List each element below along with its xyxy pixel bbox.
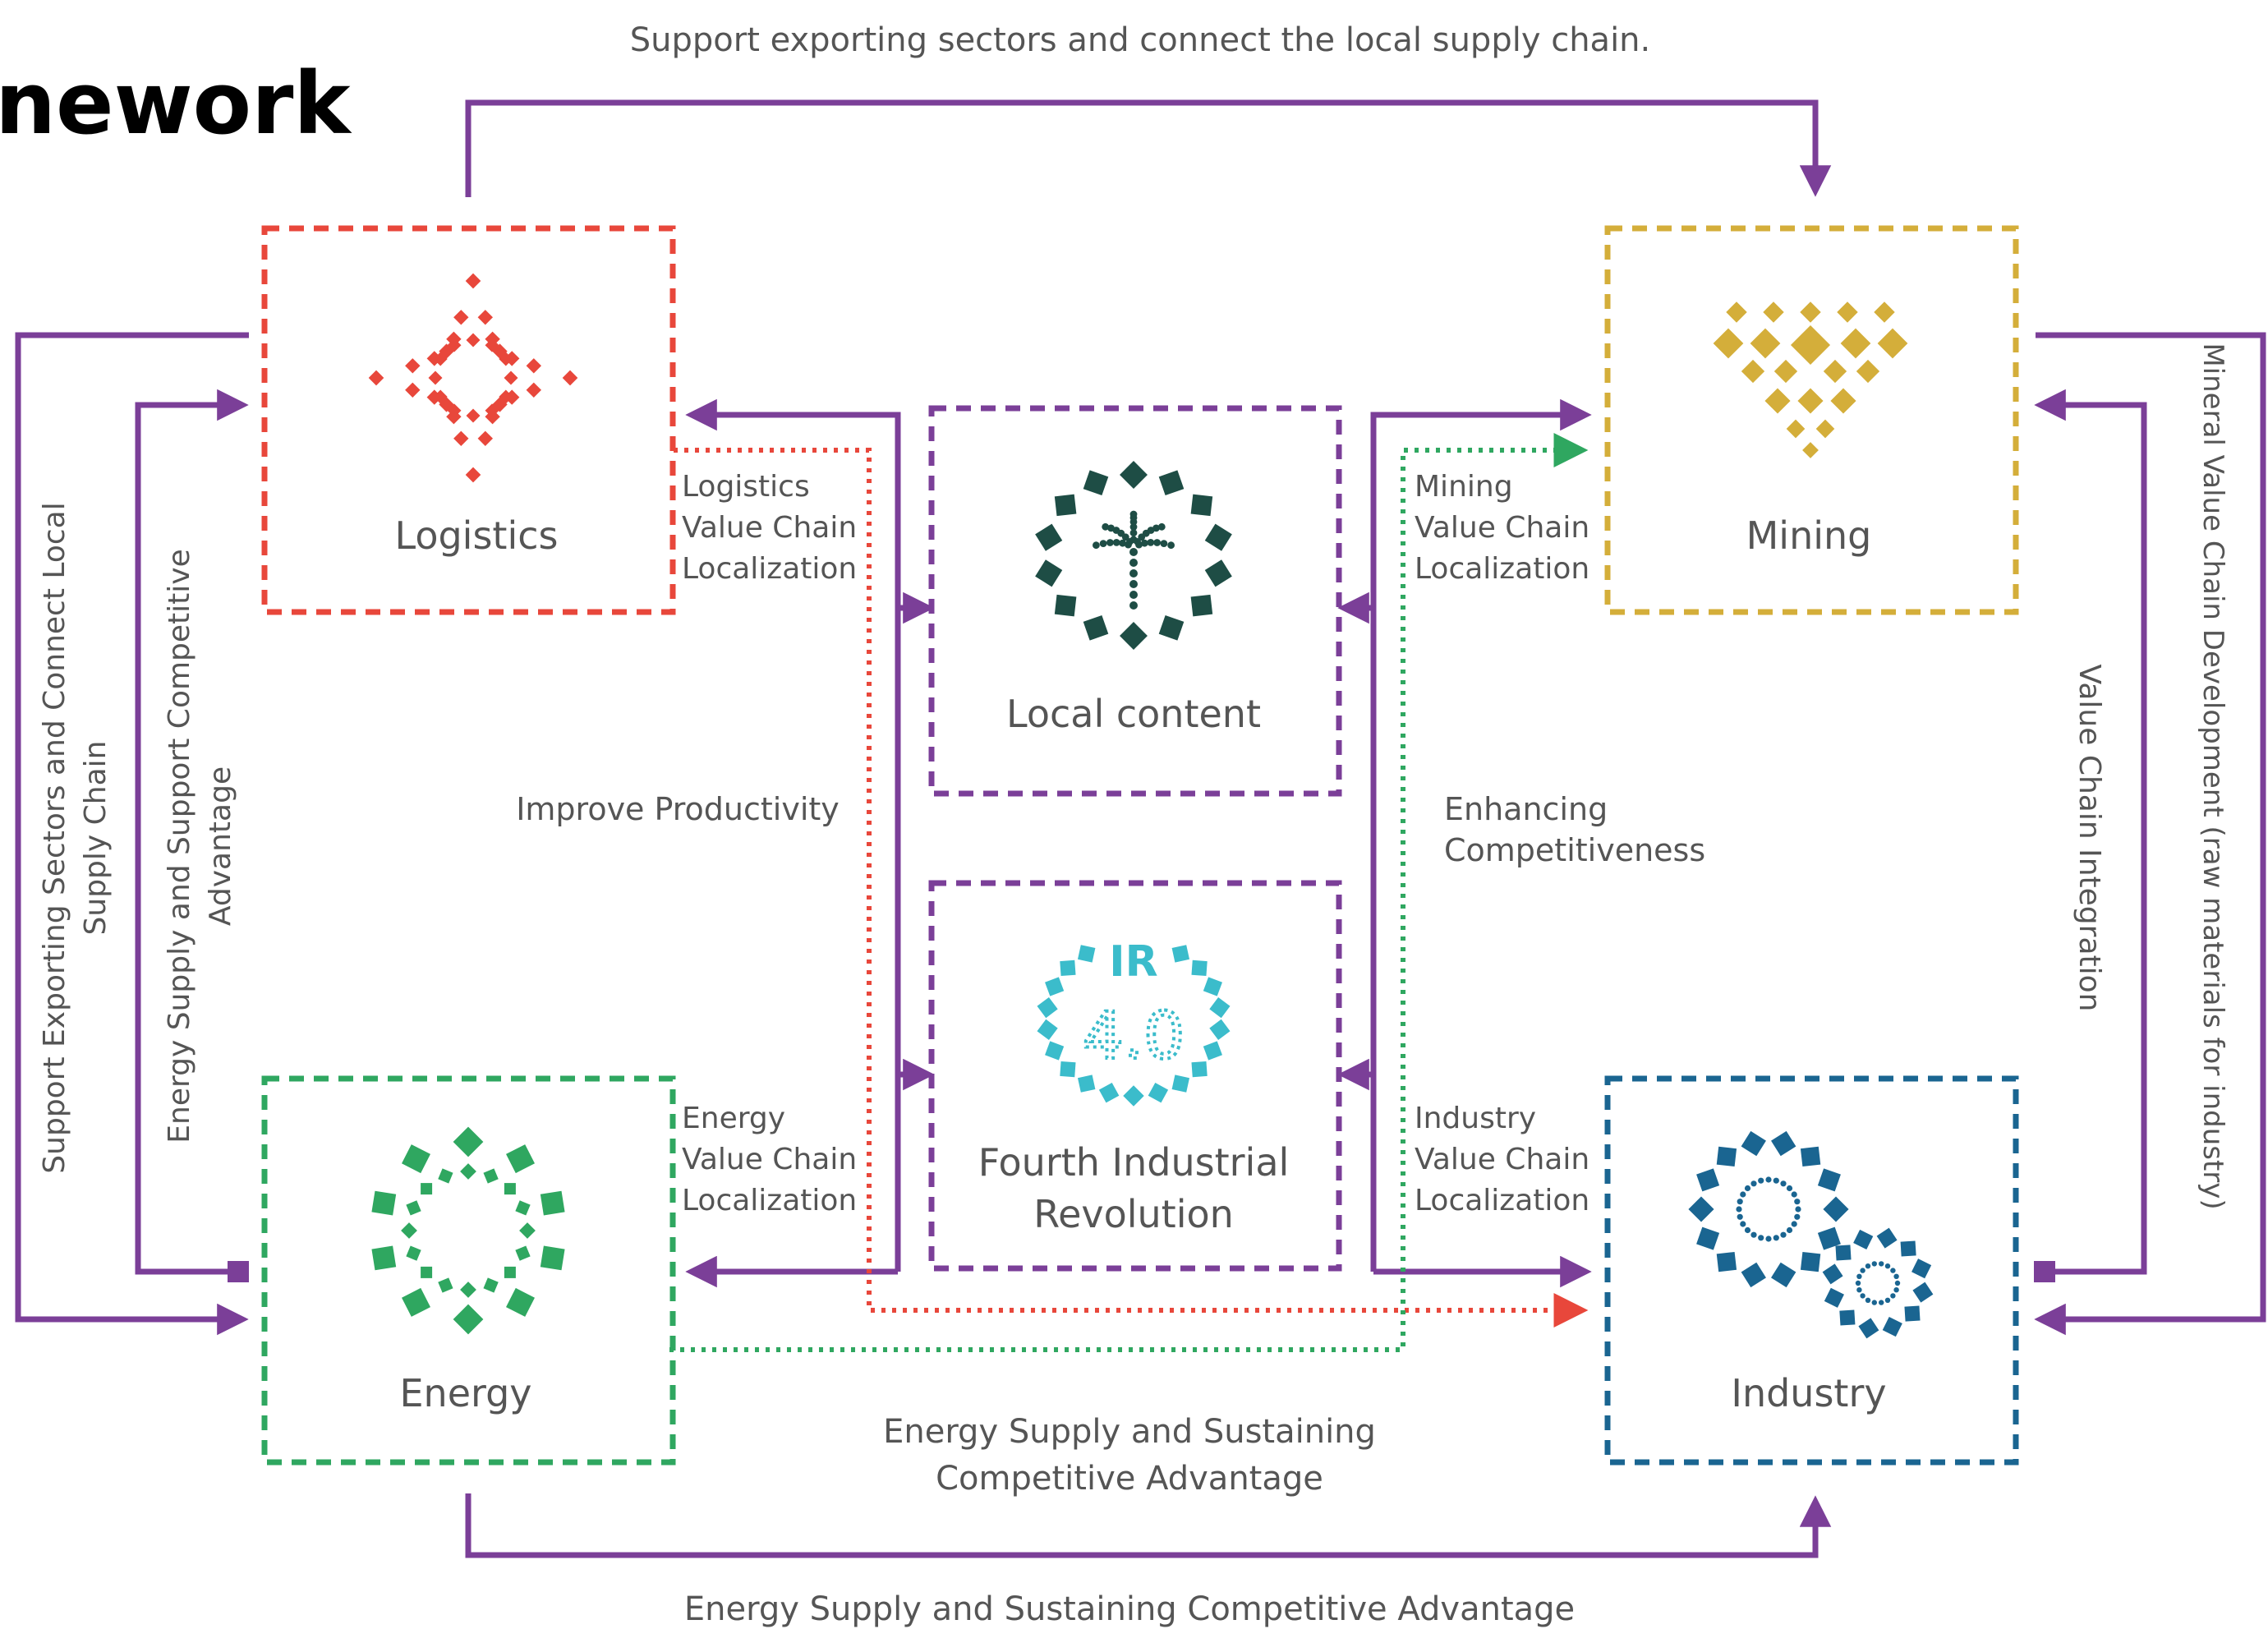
node-logistics: Logistics (261, 225, 676, 615)
top-flow-label: Support exporting sectors and connect th… (630, 21, 1651, 59)
left-outer-flow-arrow (15, 332, 249, 1336)
node-fourth-ir: IR 4.0 Fourth Industrial Revolution (928, 880, 1342, 1272)
svg-text:Localization: Localization (1415, 1184, 1589, 1217)
node-local-content: Local content (928, 405, 1342, 797)
diamond-heart-icon (1713, 301, 1908, 458)
left-inner-flow-start (228, 1261, 249, 1282)
energy-to-mining-dotted-arrow (669, 433, 1589, 1352)
logistics-to-industry-dotted-arrow (674, 448, 1589, 1328)
gears-icon (1688, 1130, 1934, 1339)
svg-text:Localization: Localization (682, 1184, 857, 1217)
sun-ring-icon (371, 1126, 565, 1335)
right-inner-label: Value Chain Integration (2072, 665, 2106, 1012)
mining-label: Mining (1746, 513, 1872, 558)
mining-vcl-label: Mining Value Chain Localization (1415, 470, 1589, 586)
svg-text:Value Chain: Value Chain (1415, 1143, 1589, 1176)
svg-text:Energy: Energy (682, 1102, 785, 1135)
left-inner-label-line1: Energy Supply and Support Competitive (163, 549, 196, 1143)
ir-4-0-icon: IR 4.0 (1037, 937, 1231, 1107)
center-right-upper-arrow (1370, 398, 1592, 1272)
node-industry: Industry (1604, 1075, 2019, 1466)
left-inner-flow-arrow (135, 389, 249, 1275)
svg-text:Mining: Mining (1415, 470, 1513, 504)
svg-text:Value Chain: Value Chain (1415, 511, 1589, 545)
enhancing-label-line1: Enhancing (1444, 791, 1608, 827)
svg-text:Localization: Localization (682, 552, 857, 586)
bottom-flow-label: Energy Supply and Sustaining Competitive… (684, 1590, 1575, 1628)
svg-text:Industry: Industry (1415, 1102, 1536, 1135)
page-title: nework (0, 53, 352, 154)
left-outer-label-line2: Supply Chain (79, 741, 113, 936)
palm-tree-icon (1035, 461, 1232, 650)
local-content-label: Local content (1006, 692, 1261, 736)
center-left-upper-arrow (685, 398, 901, 1272)
logistics-vcl-label: Logistics Value Chain Localization (682, 470, 857, 586)
ir-icon-top-text: IR (1109, 937, 1157, 987)
enhancing-label-line2: Competitiveness (1444, 832, 1705, 868)
right-outer-label: Mineral Value Chain Development (raw mat… (2197, 343, 2229, 1209)
svg-text:Value Chain: Value Chain (682, 511, 857, 545)
energy-vcl-label: Energy Value Chain Localization (682, 1102, 857, 1217)
industry-vcl-label: Industry Value Chain Localization (1415, 1102, 1589, 1217)
improve-productivity-label: Improve Productivity (516, 791, 840, 827)
svg-text:Value Chain: Value Chain (682, 1143, 857, 1176)
right-inner-flow-start (2034, 1261, 2055, 1282)
left-inner-label-line2: Advantage (204, 766, 237, 926)
right-inner-flow-arrow (2034, 389, 2147, 1275)
logistics-label: Logistics (395, 513, 559, 558)
svg-text:Logistics: Logistics (682, 470, 810, 504)
industry-label: Industry (1731, 1371, 1886, 1415)
top-flow-arrow (465, 99, 1832, 197)
fourth-ir-label-line1: Fourth Industrial (978, 1140, 1290, 1185)
svg-text:Localization: Localization (1415, 552, 1589, 586)
energy-label: Energy (399, 1371, 531, 1415)
left-outer-label-line1: Support Exporting Sectors and Connect Lo… (38, 502, 71, 1173)
fourth-ir-label-line2: Revolution (1033, 1192, 1234, 1236)
right-outer-flow-arrow (2034, 332, 2266, 1336)
center-bottom-label-line1: Energy Supply and Sustaining (883, 1413, 1376, 1451)
star-diamond-icon (368, 273, 578, 483)
node-energy: Energy (261, 1075, 676, 1466)
center-bottom-label-line2: Competitive Advantage (936, 1460, 1323, 1498)
node-mining: Mining (1604, 225, 2019, 615)
bottom-flow-arrow (465, 1493, 1832, 1558)
ir-icon-bottom-text: 4.0 (1083, 1000, 1185, 1074)
